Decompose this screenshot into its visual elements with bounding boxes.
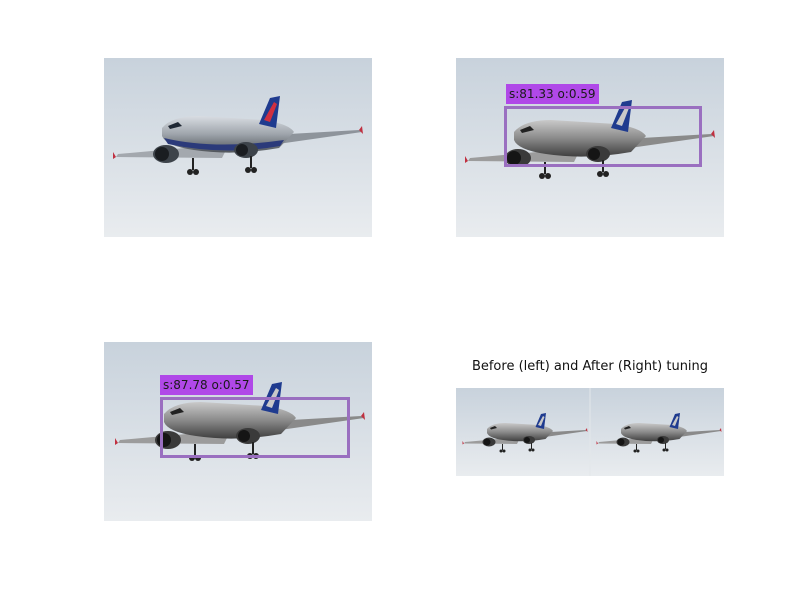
original-airplane-photo — [104, 58, 372, 237]
detection-label-after: s:87.78 o:0.57 — [160, 375, 253, 395]
detection-label-before: s:81.33 o:0.59 — [506, 84, 599, 104]
detection-box-before — [504, 106, 702, 167]
after-tuning-photo — [104, 342, 372, 521]
comparison-title: Before (left) and After (Right) tuning — [471, 359, 709, 374]
comparison-photo — [456, 388, 724, 476]
detection-box-after — [160, 397, 350, 458]
